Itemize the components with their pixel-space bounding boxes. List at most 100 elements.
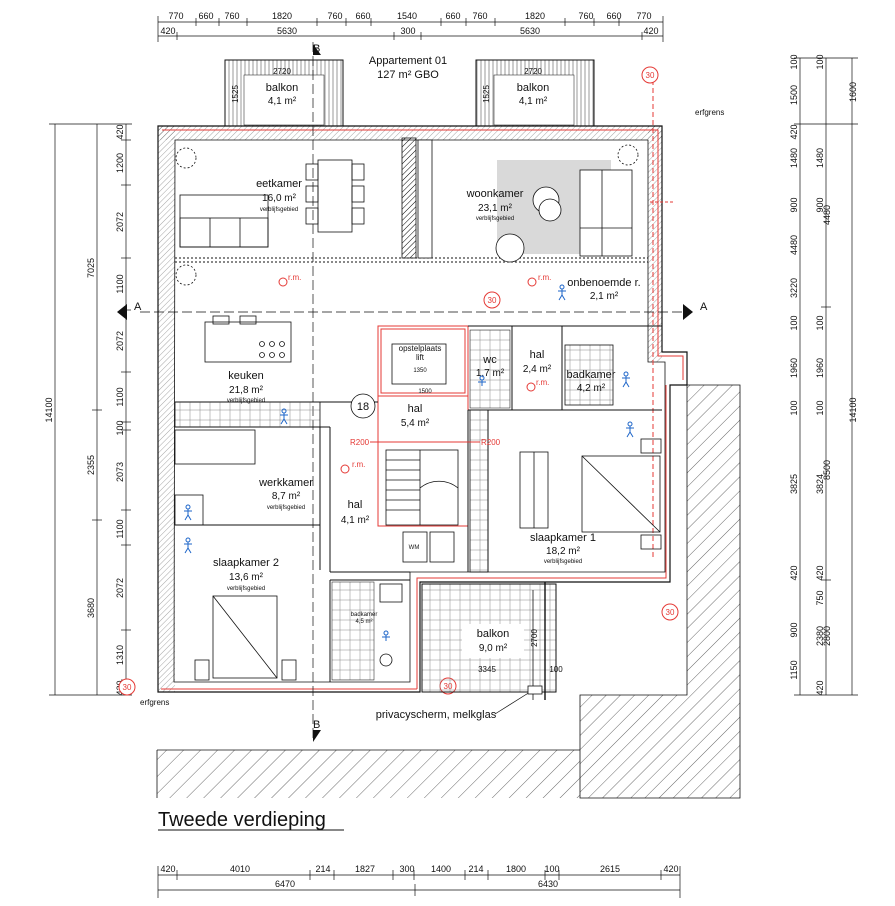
dim-label: 300 [400,26,415,36]
room-name: wc [482,354,497,366]
room-name: balkon [477,628,509,640]
top-dim-labels-row2: 420 5630 300 5630 420 [160,26,658,36]
balcony-width: 2720 [273,67,291,76]
dim-label: 100 [815,315,825,330]
dim-label: 2072 [115,331,125,351]
dim-label: 100 [789,315,799,330]
room-name: onbenoemde r. [567,277,640,289]
balcony-name: balkon [266,82,298,94]
fire-rating-label: 30 [646,71,655,80]
room-keuken: keuken 21,8 m² verblijfsgebied [227,370,265,404]
room-name: keuken [228,370,263,382]
room-badkamer-small: badkamer 4,5 m² [351,612,378,625]
privacy-screen-label: privacyscherm, melkglas [376,709,497,721]
balkon-width: 3345 [478,665,496,674]
dim-label: 6430 [538,879,558,889]
room-area: 21,8 m² [229,385,264,396]
room-name: hal [530,349,545,361]
dim-label: 1100 [115,387,125,406]
room-name: hal [408,403,423,415]
dim-label: 5630 [520,26,540,36]
room-sub: verblijfsgebied [544,559,582,565]
erfgrens-label-top: erfgrens [695,108,724,117]
dim-label: 300 [399,864,414,874]
dim-label: 770 [168,11,183,21]
dim-label: 100 [815,400,825,415]
dim-label: 3680 [86,598,96,618]
person-icon [558,284,566,301]
right-dimensions [794,57,858,696]
room-sub: verblijfsgebied [267,505,305,511]
section-marker-a-right: A [700,301,708,313]
neighbour-hatch-right [579,384,741,799]
project-name: Appartement 01 [369,55,447,67]
balcony-top-left: 2720 balkon 4,1 m² 1525 [224,59,344,127]
dim-label: 420 [789,124,799,139]
person-icon [184,537,192,554]
room-name: badkamer [351,612,378,618]
dim-label: 100 [115,420,125,435]
dim-label: 100 [544,864,559,874]
rm-label: r.m. [536,378,549,387]
room-woonkamer: woonkamer 23,1 m² verblijfsgebied [466,188,524,222]
room-name: werkkamer [258,477,313,489]
dim-label: 1200 [115,153,125,173]
room-area: 8,7 m² [272,491,301,502]
rm-label: r.m. [352,460,365,469]
room-balkon-main: balkon 9,0 m² 3345 2700 100 [462,624,563,674]
dim-label: 4010 [230,864,250,874]
section-line-b: B B [312,42,321,742]
fire-rating-label: 30 [123,683,132,692]
person-icon [626,421,634,438]
room-area: 18,2 m² [546,546,581,557]
dim-label: 420 [115,124,125,139]
dim-label: 420 [643,26,658,36]
room-werkkamer: werkkamer 8,7 m² verblijfsgebied [258,477,313,511]
room-sub: verblijfsgebied [476,216,514,222]
section-marker-b-bottom: B [313,719,320,731]
dim-label: 1600 [848,82,858,102]
dim-label: 2072 [115,578,125,598]
top-dim-labels-row1: 770 660 760 1820 760 660 1540 660 760 18… [168,11,651,21]
lift-dim: 1350 [413,368,427,374]
room-area: 23,1 m² [478,203,513,214]
dim-label: 1820 [272,11,292,21]
dim-label: 660 [445,11,460,21]
dim-label: 1100 [115,274,125,293]
room-sub: verblijfsgebied [227,398,265,404]
r200-label-right: R200 [481,438,501,447]
room-hal-a: hal 2,4 m² [523,349,552,375]
dim-label: 4480 [789,235,799,255]
person-icon [478,375,486,386]
dim-label: 1960 [815,358,825,378]
dim-label: 2355 [86,455,96,475]
room-name: woonkamer [466,188,524,200]
room-sub: verblijfsgebied [260,207,298,213]
erfgrens-label-bottom: erfgrens [140,698,169,707]
rm-markers: r.m. r.m. r.m. r.m. [278,273,551,474]
dim-label: 1400 [431,864,451,874]
left-dim-labels: 14100 7025 2355 3680 420 1200 2072 1100 … [44,124,125,695]
room-name: eetkamer [256,178,302,190]
room-name: opstelplaats [399,344,442,353]
room-onbenoemde: onbenoemde r. 2,1 m² [567,277,640,302]
room-sub: verblijfsgebied [227,586,265,592]
dim-label: 1310 [115,645,125,665]
dim-label: 2073 [115,462,125,482]
rm-label: r.m. [538,273,551,282]
section-line-a: A A [117,301,708,320]
room-opstelplaats: opstelplaats lift 1350 1500 [399,344,442,395]
bottom-dim-labels-row1: 420 4010 214 1827 300 1400 214 1800 100 … [160,864,678,874]
person-icon [184,504,192,521]
room-name: hal [348,499,363,511]
dim-label: 1480 [789,148,799,168]
stair-number-badge [350,393,376,419]
dim-label: 760 [224,11,239,21]
balkon-depth: 2700 [530,629,539,647]
dim-label: 660 [606,11,621,21]
top-dimensions [157,16,664,42]
dim-label: 770 [636,11,651,21]
dim-label: 3220 [789,278,799,298]
room-badkamer: badkamer 4,2 m² [567,369,616,394]
wall-segment [417,139,433,259]
